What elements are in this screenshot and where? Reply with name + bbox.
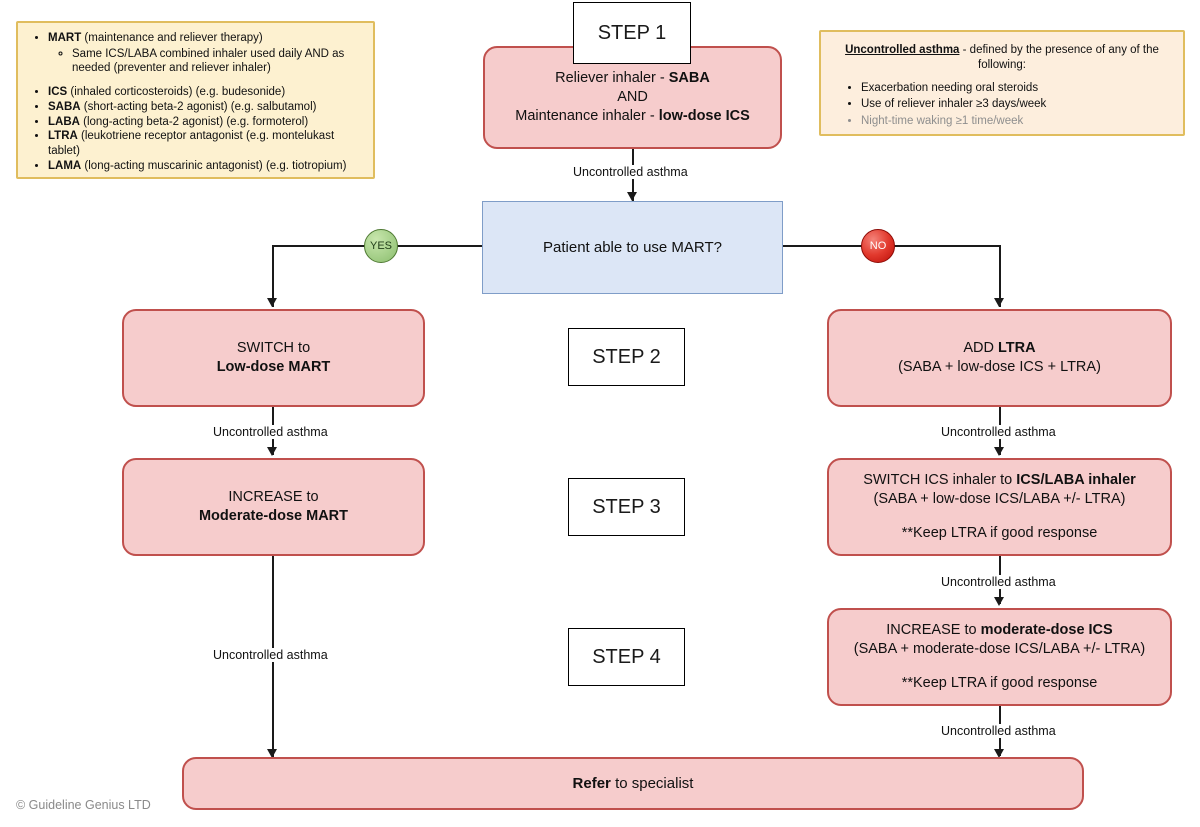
legend-title-rest: - defined by the presence of any of the … — [959, 44, 1159, 71]
step-2-label: STEP 2 — [568, 328, 685, 386]
legend-spacer — [48, 76, 363, 85]
node-text: Maintenance inhaler - — [515, 108, 659, 125]
abbr-definition: (short-acting beta-2 agonist) (e.g. salb… — [80, 100, 317, 113]
legend-title-line: Uncontrolled asthma - defined by the pre… — [833, 43, 1171, 73]
node-text: ADD — [963, 339, 999, 356]
node-right-step3-switch-ics-laba: SWITCH ICS inhaler to ICS/LABA inhaler (… — [827, 458, 1172, 556]
list-item: SABA (short-acting beta-2 agonist) (e.g.… — [48, 100, 363, 115]
node-text-bold: Refer — [572, 774, 611, 792]
badge-yes: YES — [364, 229, 398, 263]
connector-yes-down — [272, 245, 274, 307]
node-line: (SABA + low-dose ICS + LTRA) — [898, 359, 1101, 375]
node-text: SWITCH ICS inhaler to — [863, 472, 1017, 489]
list-item: LAMA (long-acting muscarinic antagonist)… — [48, 159, 363, 174]
abbr-definition: (leukotriene receptor antagonist (e.g. m… — [48, 130, 335, 158]
list-item: LTRA (leukotriene receptor antagonist (e… — [48, 129, 363, 158]
node-line: INCREASE to — [228, 488, 319, 505]
abbr-term: LABA — [48, 115, 80, 128]
uncontrolled-criteria-list: Exacerbation needing oral steroids Use o… — [833, 80, 1171, 129]
legend-title: Uncontrolled asthma — [845, 44, 960, 56]
abbr-term: SABA — [48, 100, 81, 113]
abbr-term: ICS — [48, 86, 68, 99]
abbreviation-list: MART (maintenance and reliever therapy) … — [22, 31, 363, 173]
node-left-step3-increase-moderate-mart: INCREASE to Moderate-dose MART — [122, 458, 425, 556]
edge-label-uncontrolled: Uncontrolled asthma — [211, 648, 330, 662]
step-4-label: STEP 4 — [568, 628, 685, 686]
abbreviations-legend: MART (maintenance and reliever therapy) … — [16, 21, 375, 179]
node-line: (SABA + moderate-dose ICS/LABA +/- LTRA) — [853, 641, 1146, 658]
node-line: Reliever inhaler - SABA — [555, 69, 710, 88]
edge-label-uncontrolled: Uncontrolled asthma — [939, 575, 1058, 589]
node-text-bold: Moderate-dose MART — [198, 508, 349, 524]
node-right-step4-increase-moderate-ics: INCREASE to moderate-dose ICS (SABA + mo… — [827, 608, 1172, 706]
node-text-bold: ICS/LABA inhaler — [1016, 472, 1136, 489]
arrowhead-icon — [994, 597, 1004, 606]
abbr-definition: (inhaled corticosteroids) (e.g. budesoni… — [67, 86, 286, 99]
node-line: ADD LTRA — [963, 339, 1035, 358]
node-line: INCREASE to moderate-dose ICS — [886, 621, 1112, 640]
arrowhead-icon — [994, 298, 1004, 307]
node-line: SWITCH to — [236, 339, 311, 356]
badge-no: NO — [861, 229, 895, 263]
arrowhead-icon — [994, 447, 1004, 456]
node-text-bold: Low-dose MART — [216, 359, 331, 375]
abbr-term: LTRA — [48, 130, 78, 143]
edge-label-uncontrolled: Uncontrolled asthma — [571, 165, 690, 179]
node-note: **Keep LTRA if good response — [901, 524, 1098, 541]
node-line: Moderate-dose MART — [199, 507, 348, 526]
node-text-bold: LTRA — [998, 339, 1036, 356]
node-refer-to-specialist: Refer to specialist — [182, 757, 1084, 810]
node-text: Reliever inhaler - — [555, 69, 669, 86]
node-note: **Keep LTRA if good response — [901, 674, 1098, 691]
list-item: LABA (long-acting beta-2 agonist) (e.g. … — [48, 115, 363, 130]
edge-label-uncontrolled: Uncontrolled asthma — [211, 425, 330, 439]
step-1-label: STEP 1 — [573, 2, 691, 64]
node-line: Refer to specialist — [573, 774, 694, 794]
list-item: Use of reliever inhaler ≥3 days/week — [861, 96, 1171, 112]
uncontrolled-asthma-definition-legend: Uncontrolled asthma - defined by the pre… — [819, 30, 1185, 136]
node-left-step2-switch-low-dose-mart: SWITCH to Low-dose MART — [122, 309, 425, 407]
edge-label-uncontrolled: Uncontrolled asthma — [939, 425, 1058, 439]
arrowhead-icon — [267, 298, 277, 307]
list-item: ICS (inhaled corticosteroids) (e.g. bude… — [48, 85, 363, 100]
node-line: AND — [617, 88, 648, 105]
node-line: SWITCH ICS inhaler to ICS/LABA inhaler — [863, 471, 1136, 490]
copyright-notice: © Guideline Genius LTD — [16, 798, 151, 812]
node-line: Maintenance inhaler - low-dose ICS — [515, 107, 750, 126]
node-text-bold: low-dose ICS — [658, 108, 750, 125]
edge-label-uncontrolled: Uncontrolled asthma — [939, 724, 1058, 738]
node-text-bold: moderate-dose ICS — [980, 622, 1113, 639]
arrowhead-icon — [267, 447, 277, 456]
list-item: Night-time waking ≥1 time/week — [861, 113, 1171, 129]
node-text: to specialist — [610, 774, 694, 792]
abbr-definition: (maintenance and reliever therapy) — [81, 32, 263, 44]
node-decision-mart: Patient able to use MART? — [482, 201, 783, 294]
connector-no-down — [999, 245, 1001, 307]
arrowhead-icon — [267, 749, 277, 758]
list-item: Same ICS/LABA combined inhaler used dail… — [72, 47, 363, 76]
arrowhead-icon — [994, 749, 1004, 758]
abbr-definition: (long-acting beta-2 agonist) (e.g. formo… — [79, 115, 309, 128]
node-right-step2-add-ltra: ADD LTRA (SABA + low-dose ICS + LTRA) — [827, 309, 1172, 407]
node-text: INCREASE to — [886, 622, 981, 639]
list-item: MART (maintenance and reliever therapy) … — [48, 31, 363, 76]
abbreviation-sublist: Same ICS/LABA combined inhaler used dail… — [48, 47, 363, 76]
arrowhead-icon — [627, 192, 637, 201]
node-text-bold: SABA — [668, 69, 710, 86]
abbr-term: MART — [48, 32, 82, 44]
node-line: Low-dose MART — [217, 358, 331, 377]
abbr-definition: (long-acting muscarinic antagonist) (e.g… — [81, 159, 347, 172]
abbr-term: LAMA — [48, 159, 82, 172]
step-3-label: STEP 3 — [568, 478, 685, 536]
node-line: (SABA + low-dose ICS/LABA +/- LTRA) — [873, 491, 1126, 508]
list-item: Exacerbation needing oral steroids — [861, 80, 1171, 96]
